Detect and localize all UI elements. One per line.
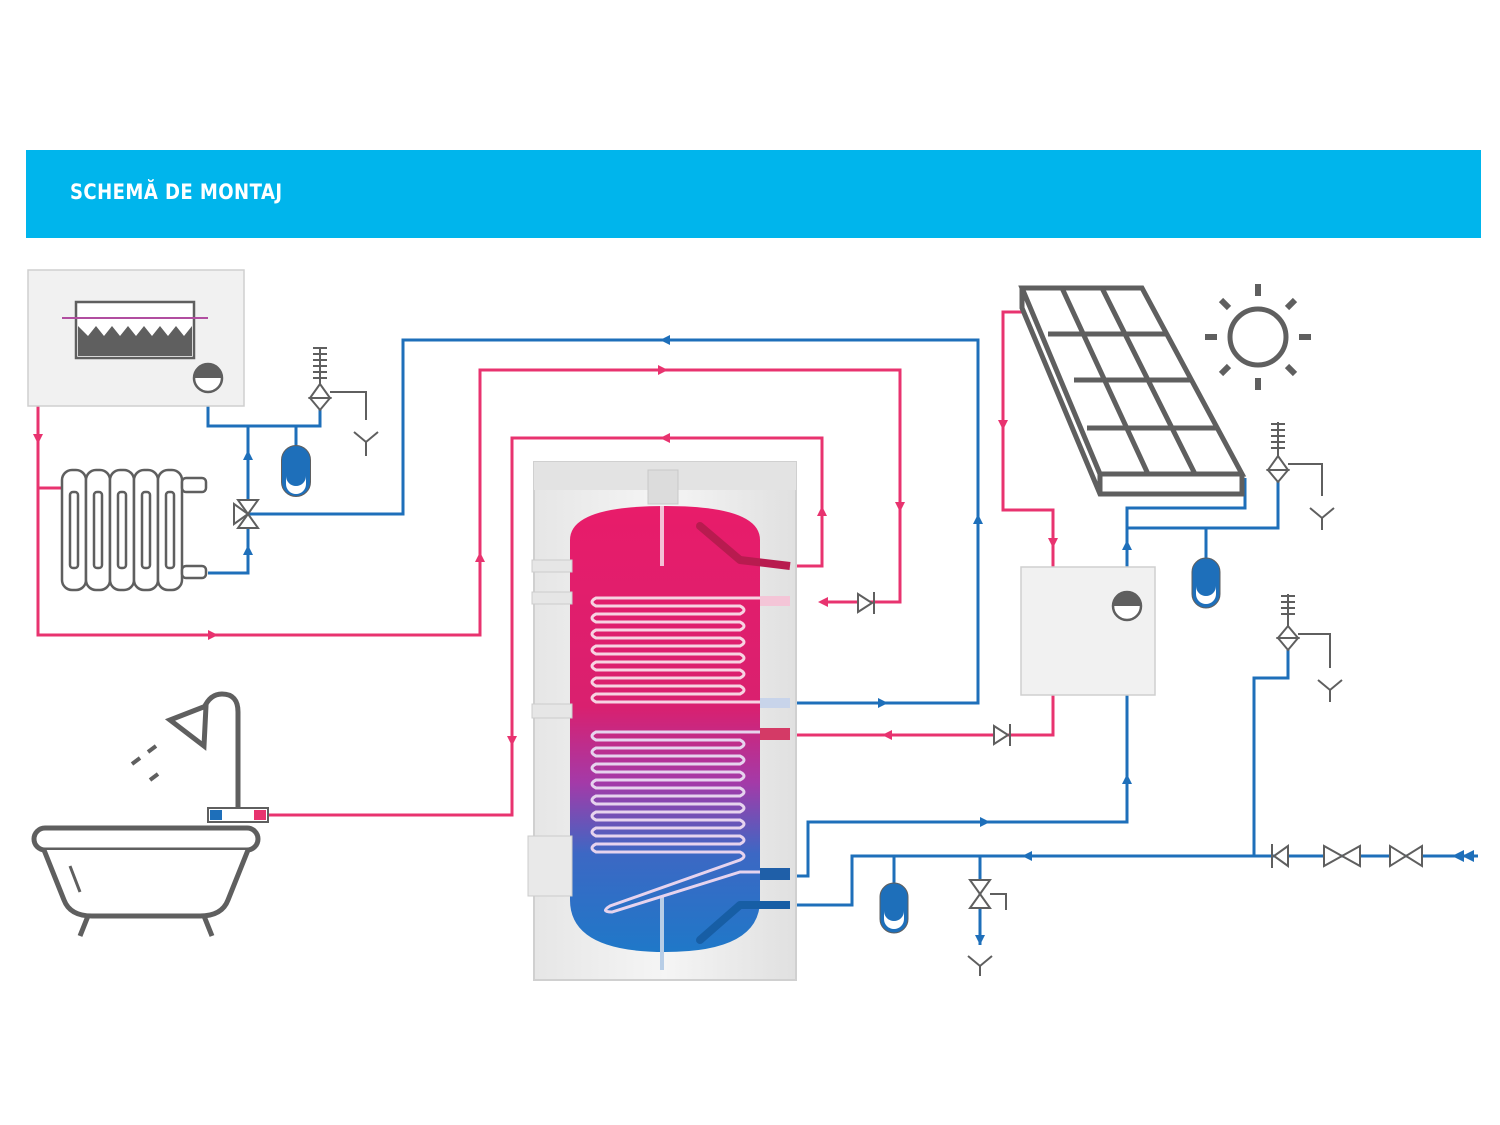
- safety-valve-icon: [1275, 594, 1331, 668]
- expansion-vessel-icon: [1191, 557, 1221, 609]
- arrow-icon: [818, 597, 828, 607]
- storage-tank-icon: [527, 461, 797, 981]
- pipe-solar-hot: [790, 310, 1055, 737]
- arrow-icon: [878, 698, 888, 708]
- pipe-solar-safety: [1127, 480, 1280, 530]
- mixer-tap-icon: [207, 807, 269, 823]
- header-bar: SCHEMĂ DE MONTAJ: [26, 150, 1481, 238]
- flow-arrows: [33, 335, 1474, 945]
- pipe-return-main: [208, 426, 250, 575]
- drain-funnel-icon: [967, 955, 993, 976]
- arrow-icon: [1122, 774, 1132, 784]
- arrow-icon: [507, 736, 517, 746]
- bathtub-icon: [31, 825, 261, 937]
- arrow-icon: [980, 817, 990, 827]
- check-valve-icon: [993, 724, 1011, 746]
- expansion-vessel-icon: [281, 445, 311, 497]
- solar-station-icon: [1020, 566, 1156, 696]
- arrow-icon: [660, 335, 670, 345]
- drain-funnel-icon: [353, 431, 379, 456]
- arrow-icon: [660, 433, 670, 443]
- sun-icon: [1205, 284, 1311, 390]
- circulation-pump-icon: [192, 362, 224, 394]
- expansion-vessel-icon: [879, 882, 909, 934]
- arrow-icon: [243, 545, 253, 555]
- shutoff-valve-icon: [1389, 844, 1423, 868]
- check-valve-icon: [857, 592, 875, 614]
- shutoff-valve-icon: [968, 879, 1007, 910]
- safety-valve-icon: [1265, 422, 1323, 496]
- arrow-icon: [975, 935, 985, 945]
- safety-valve-icon: [307, 347, 367, 420]
- circulation-pump-icon: [1111, 590, 1143, 622]
- arrow-icon: [658, 365, 668, 375]
- boiler-icon: [27, 269, 245, 407]
- arrow-icon: [882, 730, 892, 740]
- pipe-cold-inlet: [790, 854, 1478, 907]
- pipe-solar-return: [790, 478, 1247, 878]
- three-way-valve-icon: [233, 499, 260, 529]
- arrow-icon: [1022, 851, 1032, 861]
- arrow-icon: [243, 450, 253, 460]
- solar-panel-icon: [1018, 285, 1247, 497]
- arrow-icon: [1122, 540, 1132, 550]
- shower-head-icon: [130, 691, 241, 810]
- arrow-icon: [1048, 538, 1058, 548]
- pipe-inlet-safety: [1252, 650, 1290, 856]
- shutoff-valve-icon: [1323, 844, 1361, 868]
- arrow-icon: [1462, 850, 1474, 862]
- drain-funnel-icon: [1317, 679, 1343, 702]
- arrow-icon: [475, 552, 485, 562]
- check-valve-icon: [1271, 844, 1289, 868]
- arrow-icon: [895, 502, 905, 512]
- arrow-icon: [1452, 850, 1464, 862]
- drain-funnel-icon: [1309, 507, 1335, 530]
- arrow-icon: [208, 630, 218, 640]
- arrow-icon: [998, 420, 1008, 430]
- arrow-icon: [973, 514, 983, 524]
- arrow-icon: [33, 434, 43, 444]
- arrow-icon: [817, 506, 827, 516]
- pipe-return-upper: [248, 338, 980, 705]
- radiator-icon: [60, 468, 208, 592]
- page-title: SCHEMĂ DE MONTAJ: [70, 180, 283, 204]
